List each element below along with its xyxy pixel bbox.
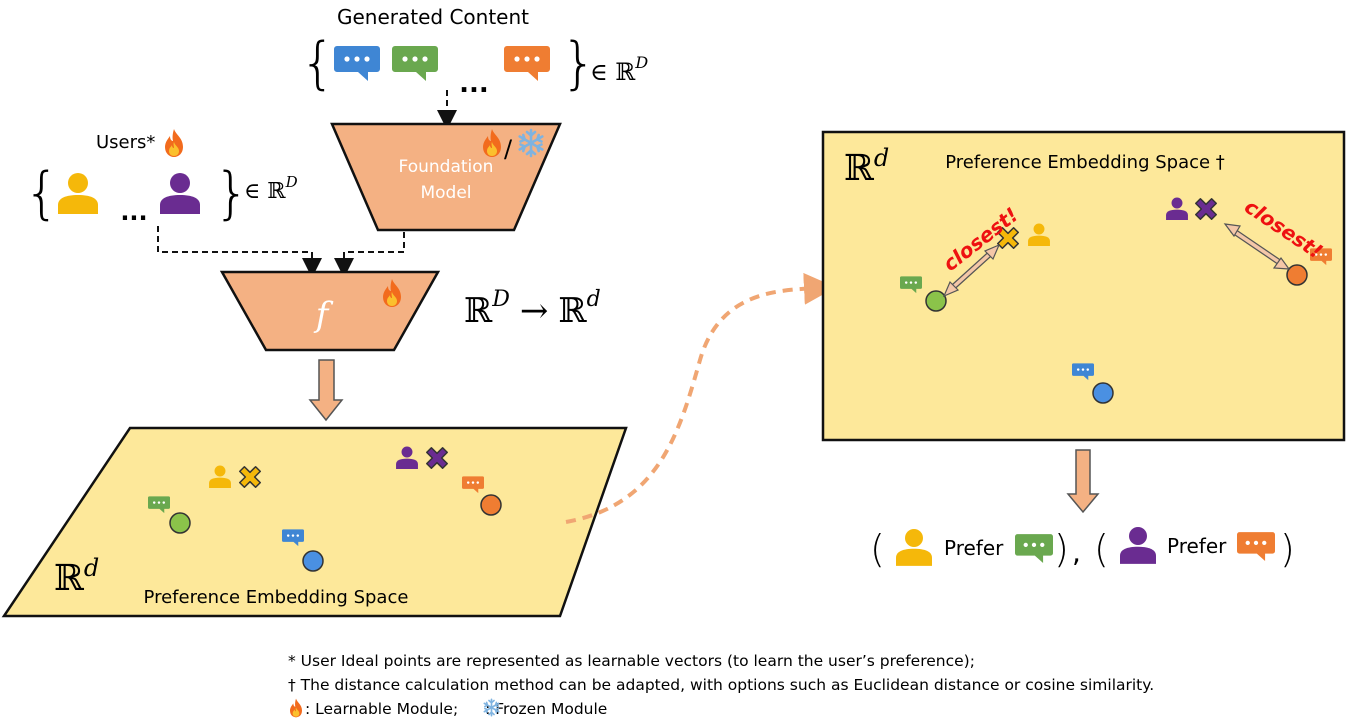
blue-chat-bubble-icon bbox=[334, 46, 380, 81]
users-title: Users* bbox=[96, 132, 155, 153]
left-embedding-space: ℝd Preference Embedding Space bbox=[1, 426, 628, 618]
content-ellipsis: ... bbox=[459, 69, 489, 99]
foundation-model-label-1: Foundation bbox=[399, 157, 494, 177]
f-to-space-block-arrow bbox=[308, 359, 344, 422]
model-to-f-arrow bbox=[334, 232, 405, 278]
result-paren-open-2: ( bbox=[1094, 527, 1109, 571]
footnote-3: : Learnable Module; : Frozen Module bbox=[305, 700, 607, 718]
content-set-label: ∈ ℝD bbox=[590, 53, 648, 86]
left-blue-point bbox=[302, 550, 324, 572]
users-to-f-arrow bbox=[157, 226, 322, 278]
result-paren-open-1: ( bbox=[870, 527, 885, 571]
right-orange-point bbox=[1286, 264, 1308, 286]
result-paren-close-1: ) bbox=[1054, 527, 1069, 571]
right-blue-point bbox=[1092, 382, 1114, 404]
users-set-label: ∈ ℝD bbox=[244, 173, 298, 204]
generated-content-set: { ... } ∈ ℝD bbox=[300, 31, 648, 99]
right-brace: } bbox=[561, 31, 597, 96]
users-right-brace: } bbox=[214, 161, 250, 226]
result-yellow-user-icon bbox=[896, 529, 932, 566]
result-purple-user-icon bbox=[1120, 527, 1156, 564]
result-orange-bubble-icon bbox=[1237, 532, 1275, 562]
prefer-label-2: Prefer bbox=[1167, 534, 1227, 558]
result-green-bubble-icon bbox=[1015, 534, 1053, 564]
users-flame-icon bbox=[165, 129, 183, 157]
result-comma: , bbox=[1072, 536, 1081, 569]
footnote-flame-icon bbox=[290, 698, 302, 718]
left-space-label: Preference Embedding Space bbox=[144, 587, 409, 608]
users-set: { ... } ∈ ℝD bbox=[24, 161, 298, 226]
preference-result: ( Prefer ) , ( Prefer ) bbox=[870, 527, 1295, 571]
purple-user-icon bbox=[160, 173, 200, 214]
space-to-result-block-arrow bbox=[1066, 449, 1100, 514]
orange-chat-bubble-icon bbox=[504, 46, 550, 81]
prefer-label-1: Prefer bbox=[944, 536, 1004, 560]
f-module: f bbox=[219, 270, 441, 352]
closest-arrow-yellow bbox=[942, 243, 1001, 298]
foundation-model: Foundation Model / bbox=[330, 122, 562, 232]
right-space-label: Preference Embedding Space † bbox=[945, 152, 1225, 173]
users-left-brace: { bbox=[24, 161, 60, 226]
footnotes: * User Ideal points are represented as l… bbox=[288, 652, 1154, 718]
generated-content-title: Generated Content bbox=[337, 5, 529, 29]
left-orange-point bbox=[480, 494, 502, 516]
left-green-point bbox=[169, 512, 191, 534]
foundation-model-label-2: Model bbox=[420, 183, 471, 203]
flame-snow-slash: / bbox=[504, 135, 513, 163]
left-space-symbol: ℝd bbox=[54, 554, 99, 599]
right-space-symbol: ℝd bbox=[844, 144, 889, 189]
right-embedding-space: ℝd Preference Embedding Space † closest!… bbox=[821, 130, 1346, 442]
right-green-point bbox=[925, 290, 947, 312]
yellow-user-icon bbox=[58, 173, 98, 214]
footnote-2: † The distance calculation method can be… bbox=[288, 676, 1154, 694]
left-brace: { bbox=[300, 31, 336, 96]
closest-arrow-purple bbox=[1223, 223, 1291, 270]
zoom-connector-arrow bbox=[565, 272, 836, 524]
green-chat-bubble-icon bbox=[392, 46, 438, 81]
users-ellipsis: ... bbox=[120, 198, 147, 226]
result-paren-close-2: ) bbox=[1280, 527, 1295, 571]
footnote-1: * User Ideal points are represented as l… bbox=[288, 652, 975, 670]
mapping-label: ℝD→ℝd bbox=[464, 287, 601, 331]
